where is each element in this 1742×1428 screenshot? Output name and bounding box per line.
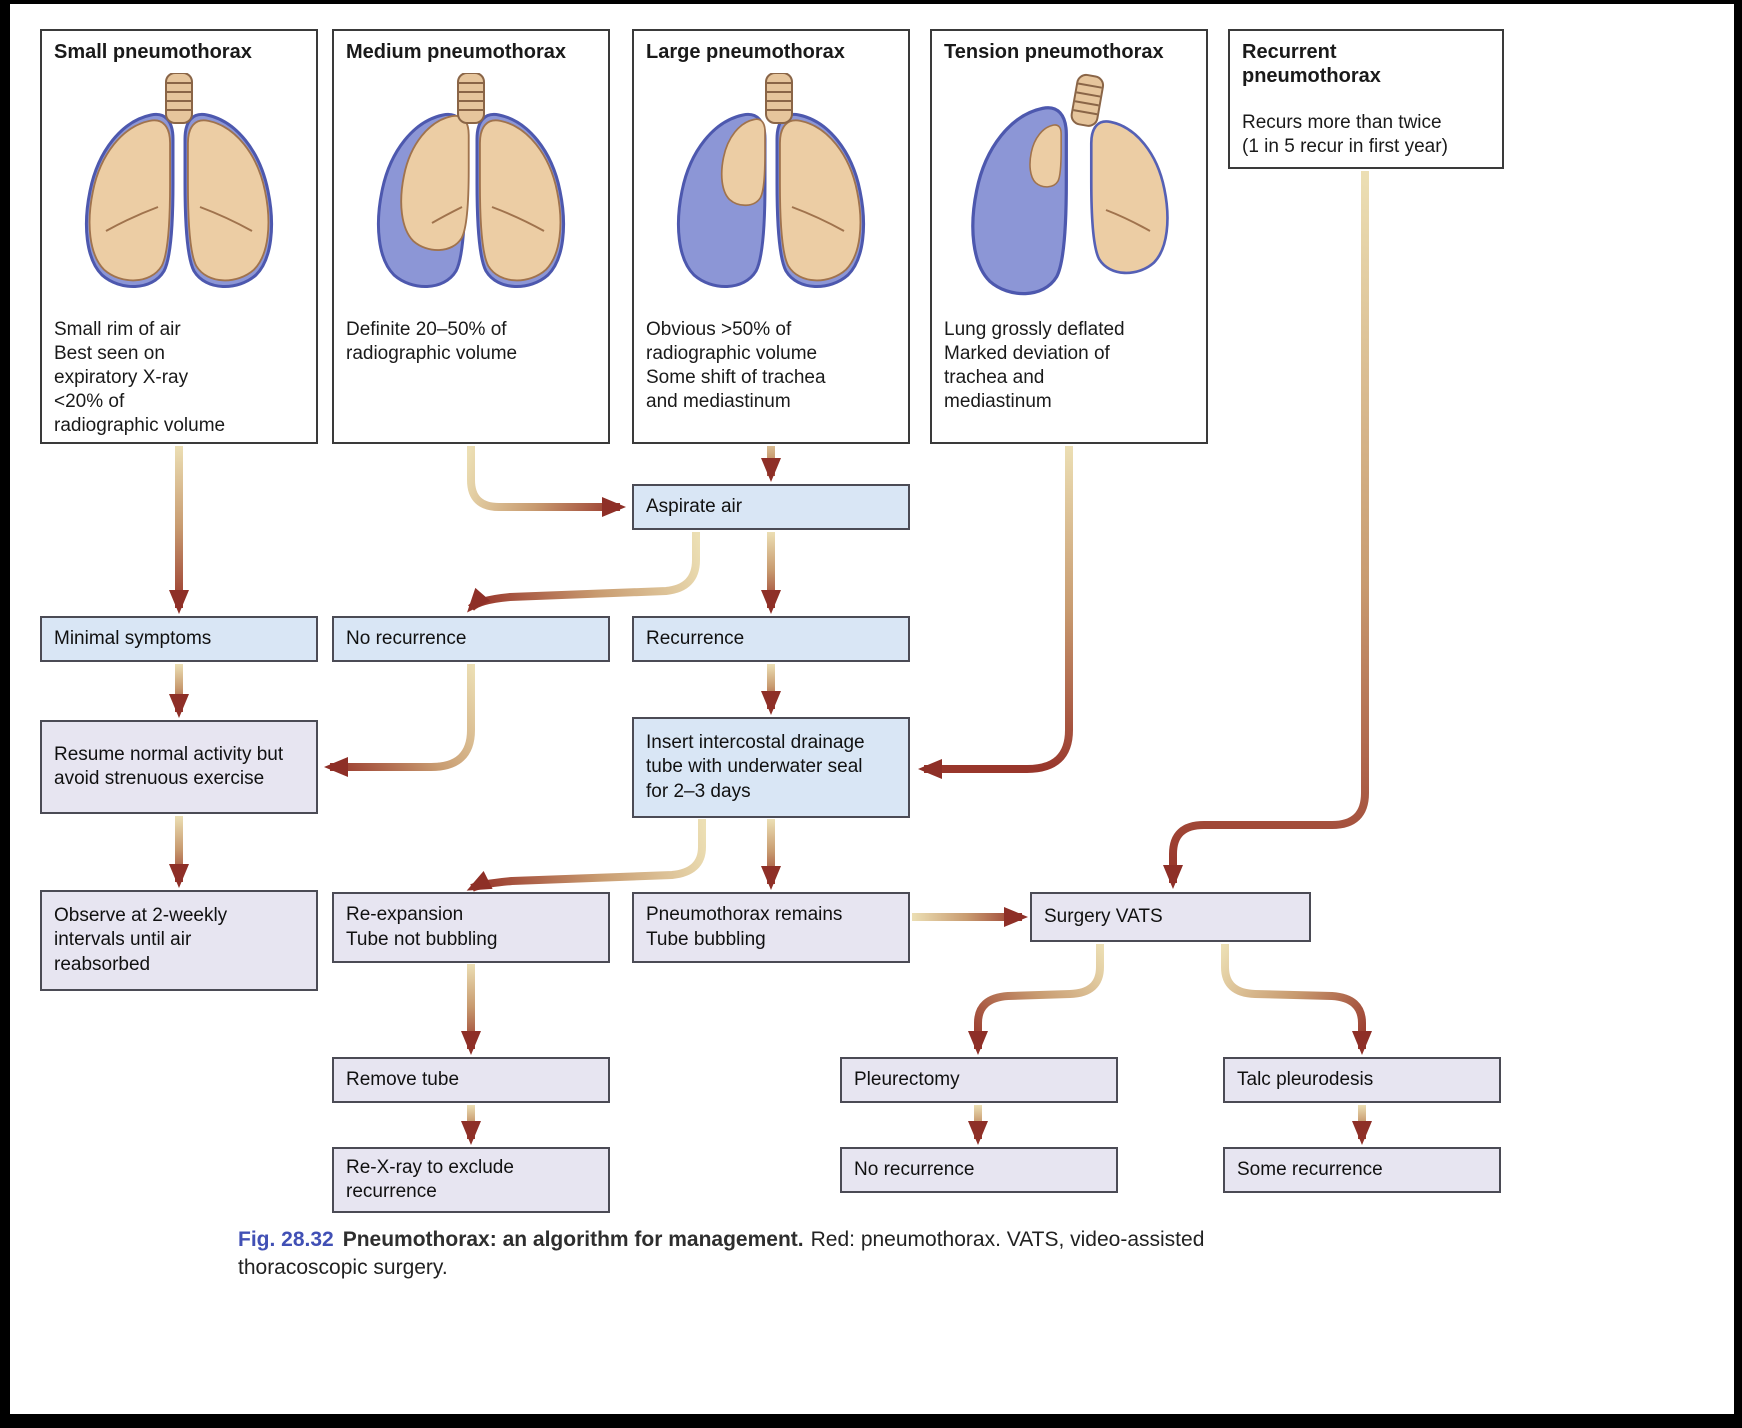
arrow-vats-to-pleurectomy: [968, 944, 1104, 1055]
node-label: Surgery VATS: [1044, 905, 1163, 927]
node-pneumothorax-remains: Pneumothorax remains Tube bubbling: [632, 892, 910, 963]
node-surgery-vats: Surgery VATS: [1030, 892, 1311, 942]
box-title: Recurrent pneumothorax: [1242, 41, 1381, 87]
box-large-pneumothorax: Large pneumothorax Obvious >50% of radio…: [632, 29, 910, 444]
node-minimal-symptoms: Minimal symptoms: [40, 616, 318, 662]
box-description: Small rim of air Best seen on expiratory…: [54, 319, 226, 436]
box-tension-pneumothorax: Tension pneumothorax Lung grossly deflat…: [930, 29, 1208, 444]
node-label: Observe at 2-weekly intervals until air …: [54, 905, 228, 975]
trachea-icon: [765, 73, 793, 124]
box-title: Medium pneumothorax: [346, 41, 567, 63]
node-label: Pleurectomy: [854, 1068, 960, 1090]
trachea-icon: [457, 73, 485, 124]
box-medium-pneumothorax: Medium pneumothorax Definite 20–50% of r…: [332, 29, 610, 444]
lungs-medium-pneumothorax-icon: [376, 73, 566, 288]
node-re-xray: Re-X-ray to exclude recurrence: [332, 1147, 610, 1213]
node-re-expansion: Re-expansion Tube not bubbling: [332, 892, 610, 963]
arrow-aspirate-to-no-recurrence: [467, 532, 700, 613]
node-label: Re-expansion Tube not bubbling: [346, 904, 498, 950]
lungs-tension-pneumothorax-icon: [971, 73, 1169, 296]
node-remove-tube: Remove tube: [332, 1057, 610, 1103]
arrow-medium-to-aspirate: [467, 446, 626, 517]
node-label: No recurrence: [346, 627, 467, 649]
box-title: Tension pneumothorax: [944, 41, 1164, 63]
node-label: Re-X-ray to exclude recurrence: [346, 1156, 514, 1202]
trachea-icon: [165, 73, 193, 124]
box-small-pneumothorax: Small pneumothorax Small rim of air Best…: [40, 29, 318, 444]
box-description: Lung grossly deflated Marked deviation o…: [944, 319, 1125, 412]
box-description: Definite 20–50% of radiographic volume: [346, 319, 518, 364]
node-label: Minimal symptoms: [54, 627, 212, 649]
node-label: Talc pleurodesis: [1237, 1068, 1374, 1090]
node-label: Some recurrence: [1237, 1158, 1383, 1180]
node-talc-pleurodesis: Talc pleurodesis: [1223, 1057, 1501, 1103]
caption-title: Pneumothorax: an algorithm for managemen…: [342, 1228, 804, 1251]
node-label: Recurrence: [646, 627, 745, 649]
arrow-insert-to-re-expansion: [466, 819, 706, 892]
figure-number: Fig. 28.32: [238, 1228, 334, 1251]
node-label: No recurrence: [854, 1158, 975, 1180]
node-label: Aspirate air: [646, 495, 743, 517]
node-pleurectomy: Pleurectomy: [840, 1057, 1118, 1103]
node-observe: Observe at 2-weekly intervals until air …: [40, 890, 318, 991]
node-label: Resume normal activity but avoid strenuo…: [54, 743, 284, 789]
node-label: Pneumothorax remains Tube bubbling: [646, 904, 843, 950]
figure-caption: Fig. 28.32 Pneumothorax: an algorithm for…: [238, 1226, 1243, 1281]
node-insert-drain: Insert intercostal drainage tube with un…: [632, 717, 910, 818]
trachea-icon: [1070, 73, 1105, 127]
node-some-recurrence: Some recurrence: [1223, 1147, 1501, 1193]
box-title: Large pneumothorax: [646, 41, 845, 63]
arrow-no-recurrence-to-resume: [324, 664, 475, 777]
box-recurrent-pneumothorax: Recurrent pneumothorax Recurs more than …: [1228, 29, 1504, 169]
lungs-large-pneumothorax-icon: [676, 73, 866, 288]
box-description: Obvious >50% of radiographic volume Some…: [646, 319, 826, 412]
node-resume-activity: Resume normal activity but avoid strenuo…: [40, 720, 318, 814]
lungs-small-pneumothorax-icon: [84, 73, 274, 288]
node-aspirate-air: Aspirate air: [632, 484, 910, 530]
node-label: Remove tube: [346, 1068, 460, 1090]
node-no-recurrence: No recurrence: [332, 616, 610, 662]
box-title: Small pneumothorax: [54, 41, 252, 63]
box-description: Recurs more than twice (1 in 5 recur in …: [1242, 112, 1448, 157]
node-label: Insert intercostal drainage tube with un…: [646, 732, 865, 802]
caption-text: Red: pneumothorax. VATS, video-assisted …: [238, 1228, 1205, 1279]
arrow-vats-to-talc: [1221, 944, 1372, 1055]
node-recurrence: Recurrence: [632, 616, 910, 662]
arrow-tension-to-insert: [918, 446, 1073, 779]
node-no-recurrence-final: No recurrence: [840, 1147, 1118, 1193]
